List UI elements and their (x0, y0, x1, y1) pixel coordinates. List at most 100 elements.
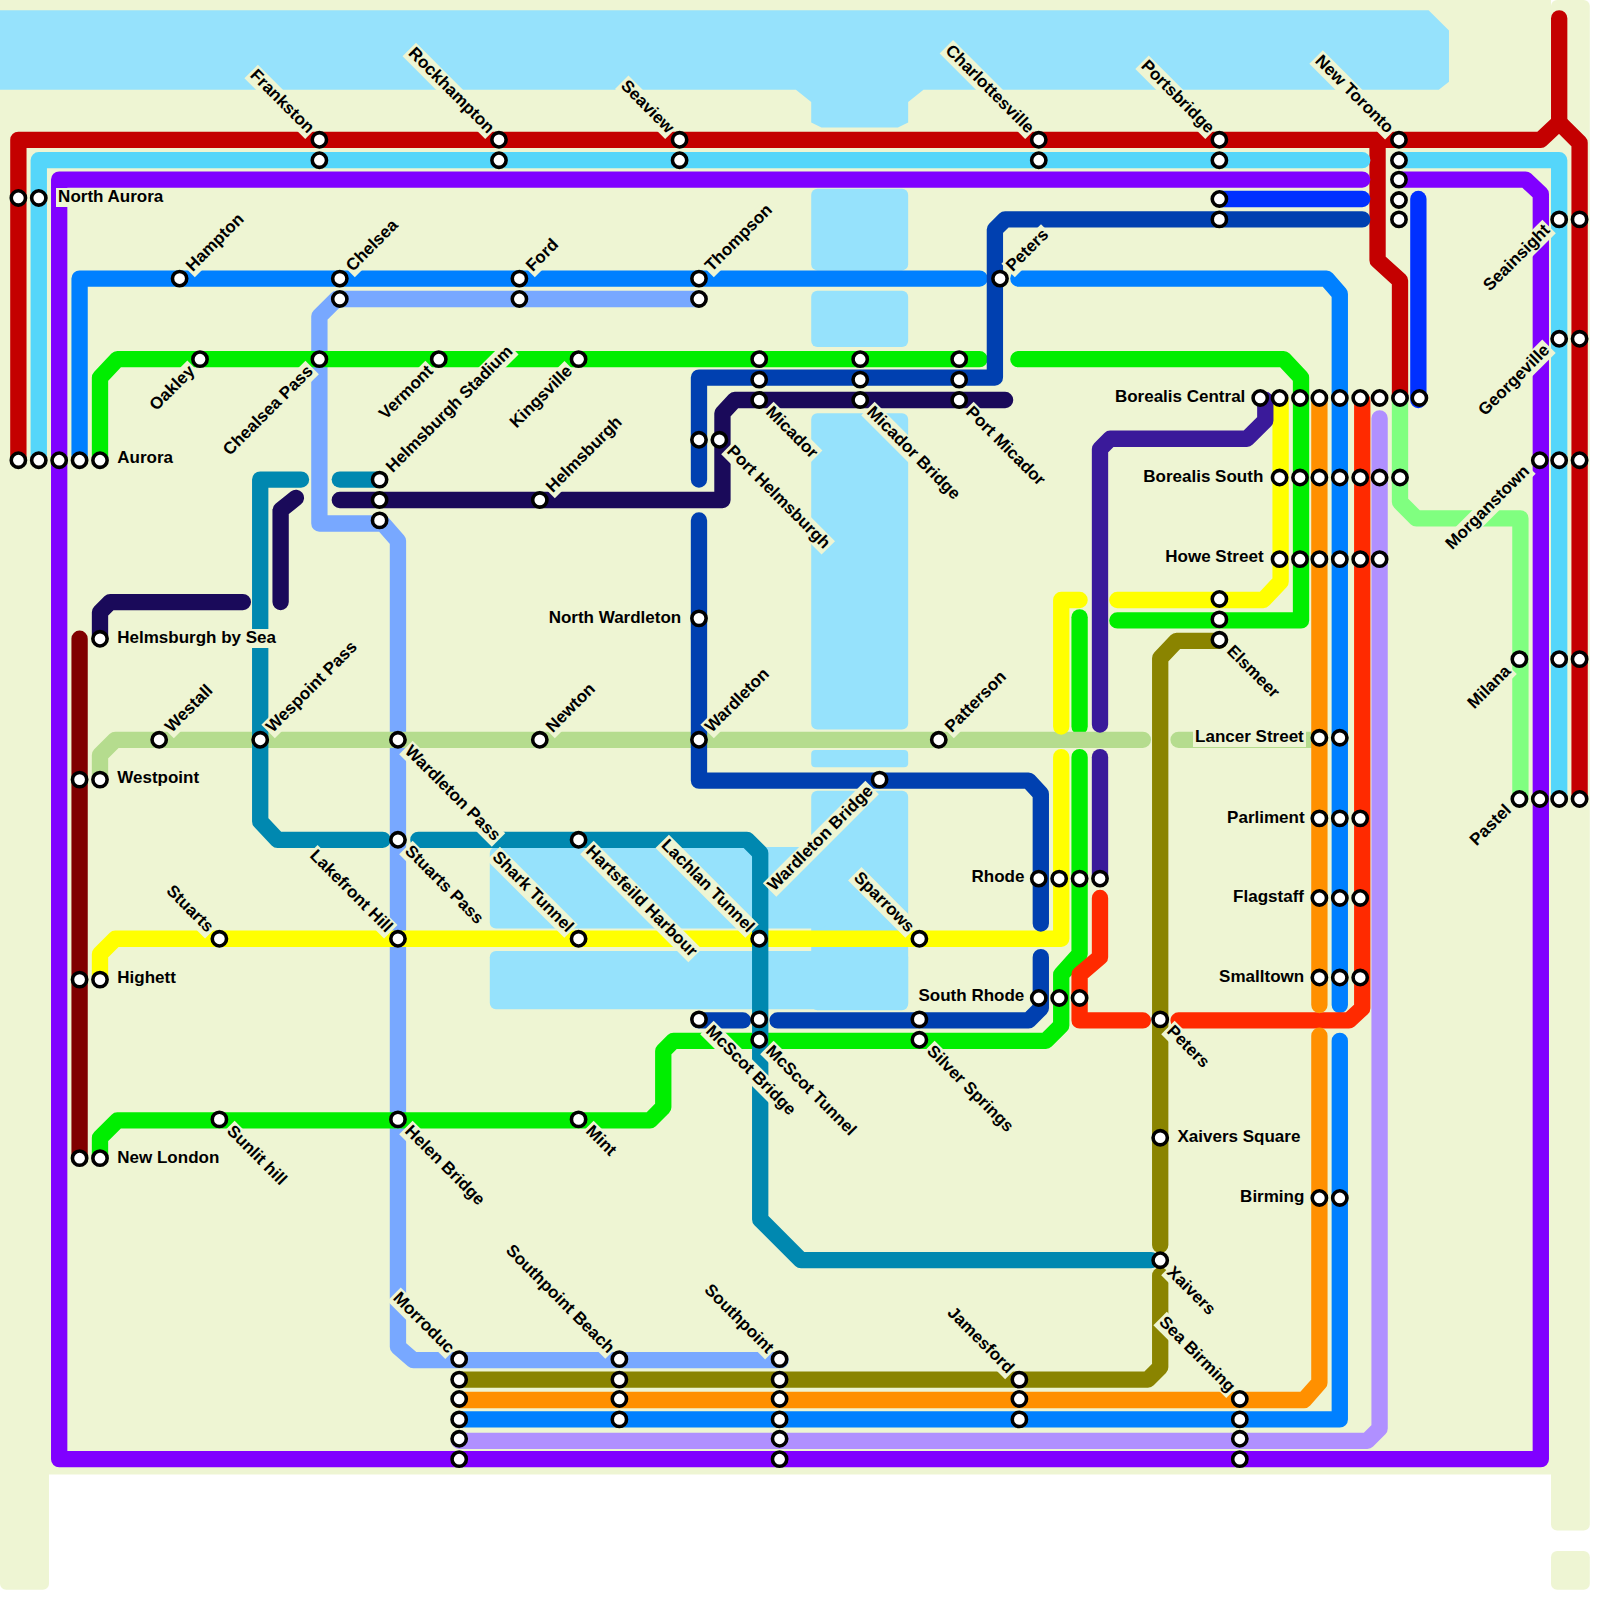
station-marker (1052, 991, 1066, 1005)
station-marker (1153, 1131, 1167, 1145)
station-name: Flagstaff (1231, 888, 1306, 907)
station-name: North Wardleton (547, 609, 684, 628)
station-marker (193, 352, 207, 366)
station-marker (452, 1452, 466, 1466)
station-marker (752, 1012, 766, 1026)
rail-line (100, 757, 1080, 1158)
station-marker (1212, 133, 1226, 147)
station-name: Highett (115, 969, 178, 988)
station-name: Lancer Street (1193, 728, 1306, 747)
station-marker (1312, 470, 1326, 484)
station-marker (1572, 792, 1586, 806)
station-marker (1572, 212, 1586, 226)
station-marker (1333, 731, 1347, 745)
station-marker (853, 352, 867, 366)
station-marker (692, 292, 706, 306)
station-marker (432, 352, 446, 366)
station-marker (11, 191, 25, 205)
station-marker (853, 372, 867, 386)
water (811, 291, 908, 347)
station-marker (692, 611, 706, 625)
station-marker (1392, 133, 1406, 147)
station-name: New London (115, 1149, 221, 1168)
station-marker (1212, 592, 1226, 606)
station-marker (1032, 133, 1046, 147)
station-marker (1333, 811, 1347, 825)
rail-line (1100, 400, 1265, 724)
station-name: Parliment (1225, 809, 1306, 828)
station-marker (952, 393, 966, 407)
station-marker (333, 271, 347, 285)
rail-line (260, 480, 382, 840)
rail-line (1061, 600, 1079, 727)
rail-line (1410, 199, 1426, 400)
station-marker (571, 932, 585, 946)
station-marker (1333, 552, 1347, 566)
station-marker (752, 393, 766, 407)
station-marker (1333, 1191, 1347, 1205)
station-marker (1572, 453, 1586, 467)
rail-line (1179, 400, 1363, 1020)
station-marker (1372, 391, 1386, 405)
station-marker (93, 972, 107, 986)
station-marker (492, 133, 506, 147)
station-marker (1212, 612, 1226, 626)
station-marker (1233, 1392, 1247, 1406)
station-marker (612, 1372, 626, 1386)
rail-line (1071, 617, 1087, 726)
station-marker (1392, 172, 1406, 186)
station-marker (93, 632, 107, 646)
station-marker (452, 1372, 466, 1386)
station-marker (1093, 871, 1107, 885)
station-marker (212, 932, 226, 946)
station-marker (391, 833, 405, 847)
rail-line (778, 957, 1041, 1020)
water (811, 413, 908, 729)
station-marker (72, 1151, 86, 1165)
station-marker (312, 153, 326, 167)
station-marker (372, 493, 386, 507)
station-marker (692, 733, 706, 747)
station-marker (952, 372, 966, 386)
station-marker (772, 1352, 786, 1366)
station-name: South Rhode (917, 987, 1027, 1006)
station-marker (1233, 1432, 1247, 1446)
rail-line (319, 299, 780, 1360)
water (811, 750, 908, 767)
station-marker (1392, 193, 1406, 207)
station-marker (1512, 792, 1526, 806)
station-marker (1333, 391, 1347, 405)
station-marker (253, 733, 267, 747)
station-marker (1312, 970, 1326, 984)
station-marker (391, 1112, 405, 1126)
rail-line (699, 219, 1362, 479)
station-marker (1512, 652, 1526, 666)
station-marker (452, 1412, 466, 1426)
station-marker (1272, 391, 1286, 405)
station-marker (1253, 391, 1267, 405)
station-marker (712, 433, 726, 447)
station-marker (1153, 1012, 1167, 1026)
station-marker (752, 352, 766, 366)
station-marker (72, 772, 86, 786)
station-marker (1312, 891, 1326, 905)
rail-line (459, 1036, 1319, 1400)
station-marker (1312, 811, 1326, 825)
station-marker (1353, 391, 1367, 405)
station-marker (1552, 652, 1566, 666)
land (1551, 1551, 1590, 1590)
station-marker (571, 352, 585, 366)
station-marker (1212, 212, 1226, 226)
station-marker (1153, 1253, 1167, 1267)
station-marker (1212, 192, 1226, 206)
station-marker (452, 1352, 466, 1366)
station-marker (1372, 552, 1386, 566)
station-marker (1392, 153, 1406, 167)
rail-line (459, 418, 1379, 1440)
water (0, 10, 1449, 1010)
station-marker (1312, 1191, 1326, 1205)
station-marker (571, 833, 585, 847)
station-marker (1012, 1392, 1026, 1406)
